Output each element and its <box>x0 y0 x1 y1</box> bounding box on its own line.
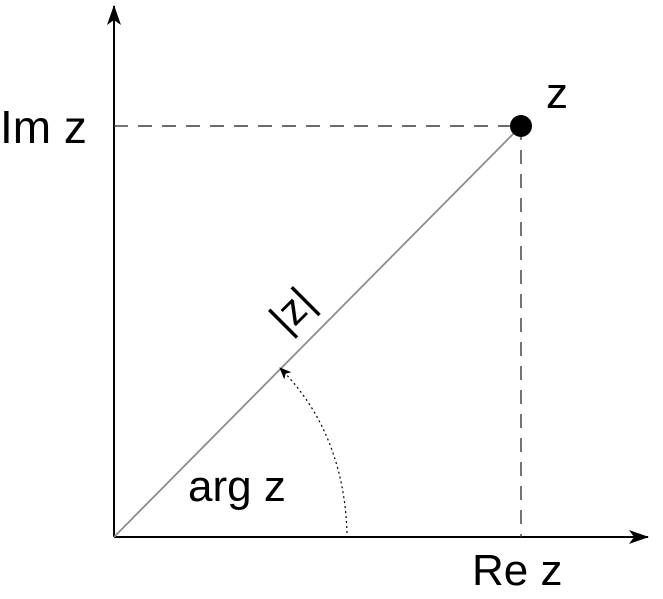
argument-label: arg z <box>188 462 286 511</box>
point-label: z <box>546 69 568 118</box>
point-z <box>510 115 532 137</box>
imaginary-axis-label: Im z <box>0 101 87 153</box>
argument-arc <box>279 367 348 534</box>
modulus-label: |z| <box>260 278 324 342</box>
modulus-vector <box>113 125 522 538</box>
modulus-label-group: |z| <box>260 278 324 342</box>
real-axis-label: Re z <box>472 546 562 595</box>
